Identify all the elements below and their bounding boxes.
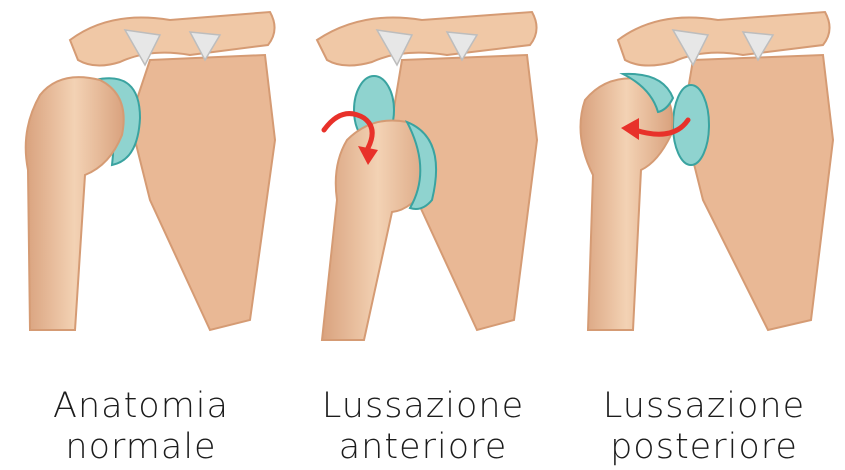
caption-posterior-dislocation: Lussazione posteriore [563, 386, 845, 468]
caption-line-1: Anatomia [0, 386, 282, 427]
shoulder-anterior-illustration [282, 0, 564, 380]
glenoid-cartilage [673, 85, 709, 165]
shoulder-normal-illustration [0, 0, 282, 380]
caption-line-1: Lussazione [282, 386, 564, 427]
caption-line-2: normale [0, 427, 282, 468]
caption-line-1: Lussazione [563, 386, 845, 427]
caption-normal-anatomy: Anatomia normale [0, 386, 282, 468]
panel-anterior-dislocation: Lussazione anteriore [282, 0, 564, 470]
panel-normal-anatomy: Anatomia normale [0, 0, 282, 470]
panel-posterior-dislocation: Lussazione posteriore [563, 0, 845, 470]
shoulder-posterior-illustration [563, 0, 845, 380]
caption-line-2: posteriore [563, 427, 845, 468]
caption-line-2: anteriore [282, 427, 564, 468]
caption-anterior-dislocation: Lussazione anteriore [282, 386, 564, 468]
